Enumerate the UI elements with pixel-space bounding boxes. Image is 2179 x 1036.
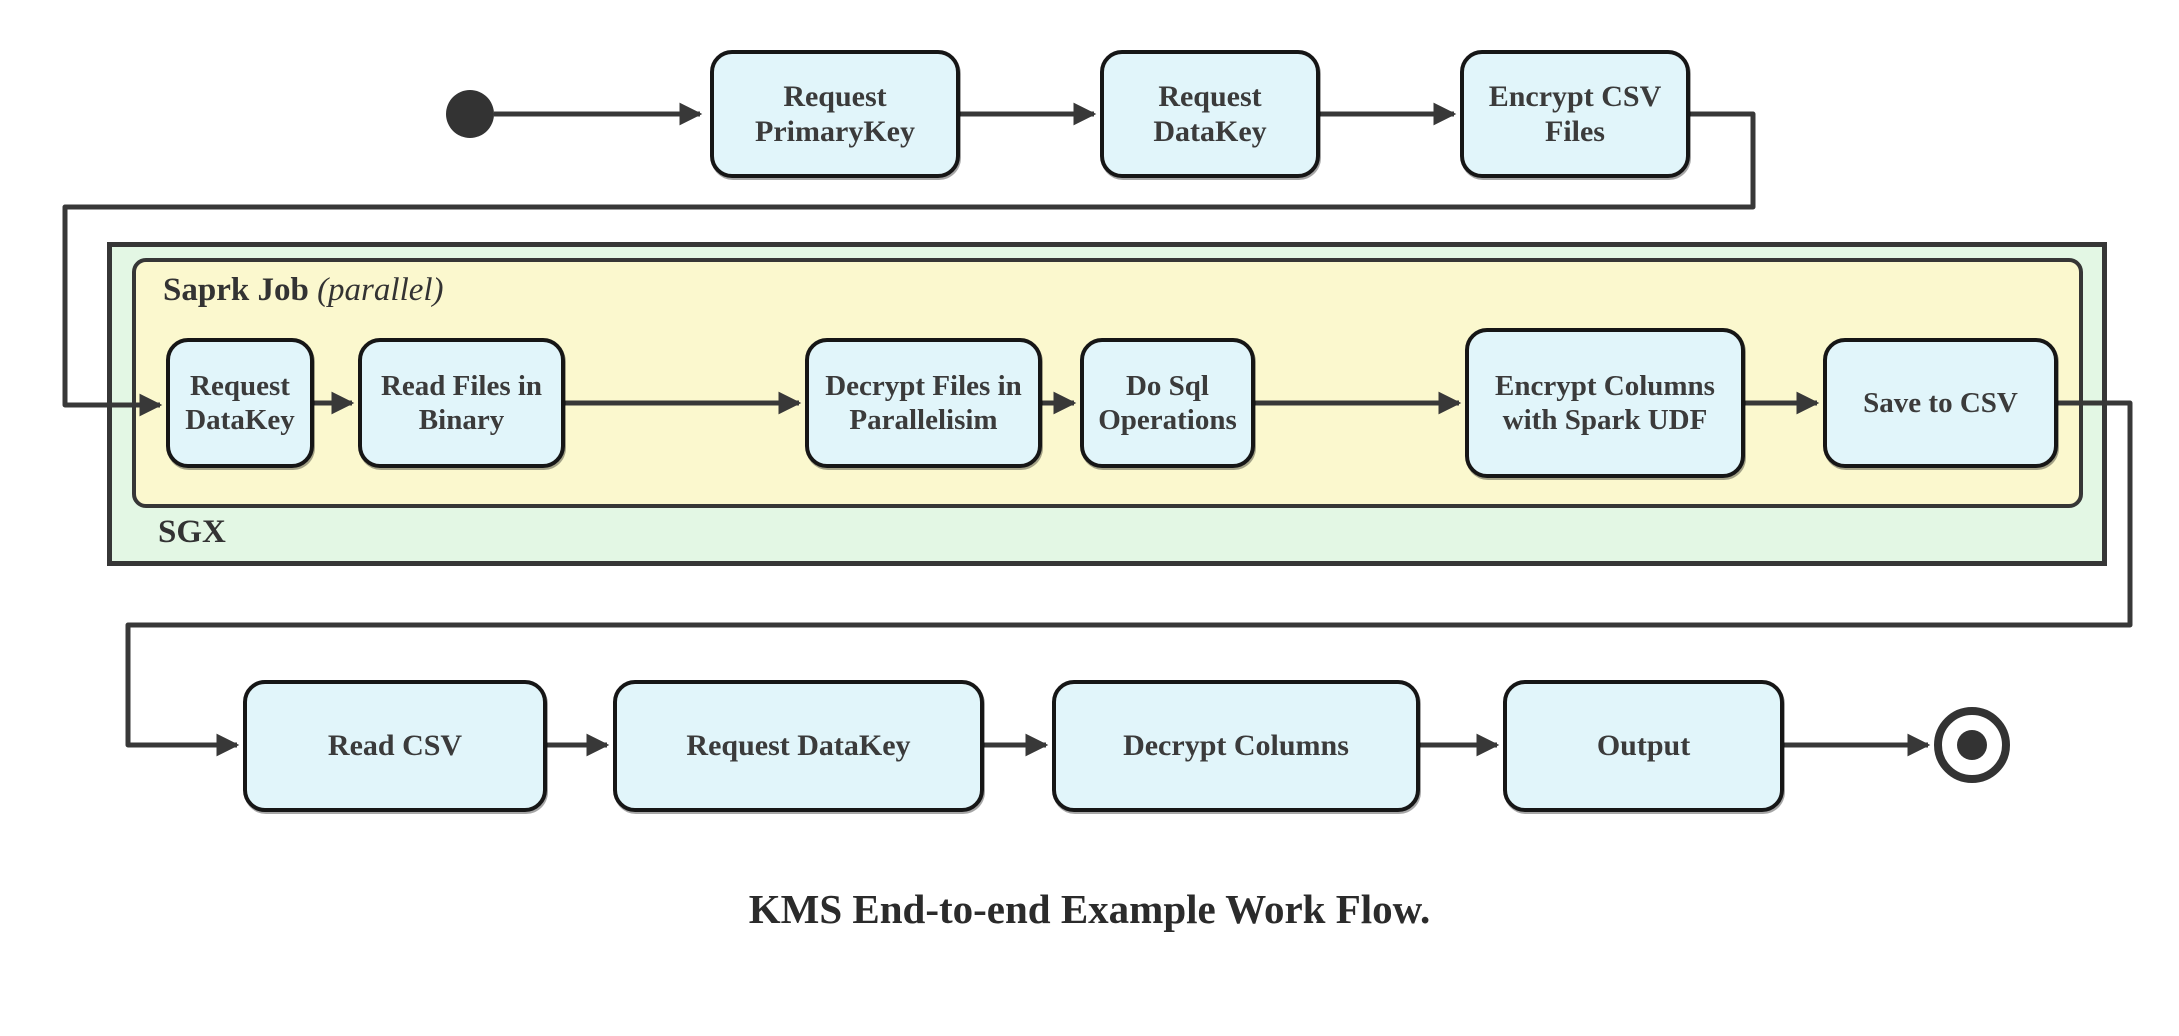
node-save-to-csv: Save to CSV	[1823, 338, 2058, 468]
node-decrypt-columns: Decrypt Columns	[1052, 680, 1420, 812]
node-read-files-in-binary: Read Files in Binary	[358, 338, 565, 468]
spark-job-parallel-note: (parallel)	[317, 272, 444, 308]
final-node-dot	[1957, 730, 1987, 760]
node-label: Encrypt CSV Files	[1488, 79, 1662, 148]
node-label: Encrypt Columns with Spark UDF	[1495, 369, 1715, 436]
sgx-label-text: SGX	[158, 514, 226, 550]
node-do-sql-operations: Do Sql Operations	[1080, 338, 1255, 468]
node-request-primarykey: Request PrimaryKey	[710, 50, 960, 178]
diagram-caption: KMS End-to-end Example Work Flow.	[748, 886, 1431, 932]
node-label: Decrypt Columns	[1123, 729, 1349, 763]
node-label: Request PrimaryKey	[755, 79, 915, 148]
sgx-label: SGX	[158, 514, 226, 551]
node-encrypt-columns-with-spark-udf: Encrypt Columns with Spark UDF	[1465, 328, 1745, 478]
node-label: Decrypt Files in Parallelisim	[825, 369, 1022, 436]
node-request-datakey-bottom: Request DataKey	[613, 680, 984, 812]
node-request-datakey-sgx: Request DataKey	[166, 338, 314, 468]
final-node-icon	[1934, 707, 2010, 783]
node-label: Do Sql Operations	[1098, 369, 1237, 436]
node-label: Read Files in Binary	[380, 369, 543, 436]
node-label: Output	[1596, 729, 1691, 763]
node-label: Save to CSV	[1863, 386, 2018, 419]
node-label: Request DataKey	[185, 369, 295, 436]
node-request-datakey-top: Request DataKey	[1100, 50, 1320, 178]
node-decrypt-files-in-parallelisim: Decrypt Files in Parallelisim	[805, 338, 1042, 468]
initial-node-icon	[446, 90, 494, 138]
node-label: Request DataKey	[1153, 79, 1267, 148]
spark-job-label-text: Saprk Job	[163, 272, 309, 308]
node-label: Request DataKey	[686, 729, 911, 763]
spark-job-label: Saprk Job (parallel)	[163, 272, 444, 309]
node-label: Read CSV	[327, 729, 463, 763]
node-output: Output	[1503, 680, 1784, 812]
node-encrypt-csv-files: Encrypt CSV Files	[1460, 50, 1690, 178]
node-read-csv: Read CSV	[243, 680, 547, 812]
